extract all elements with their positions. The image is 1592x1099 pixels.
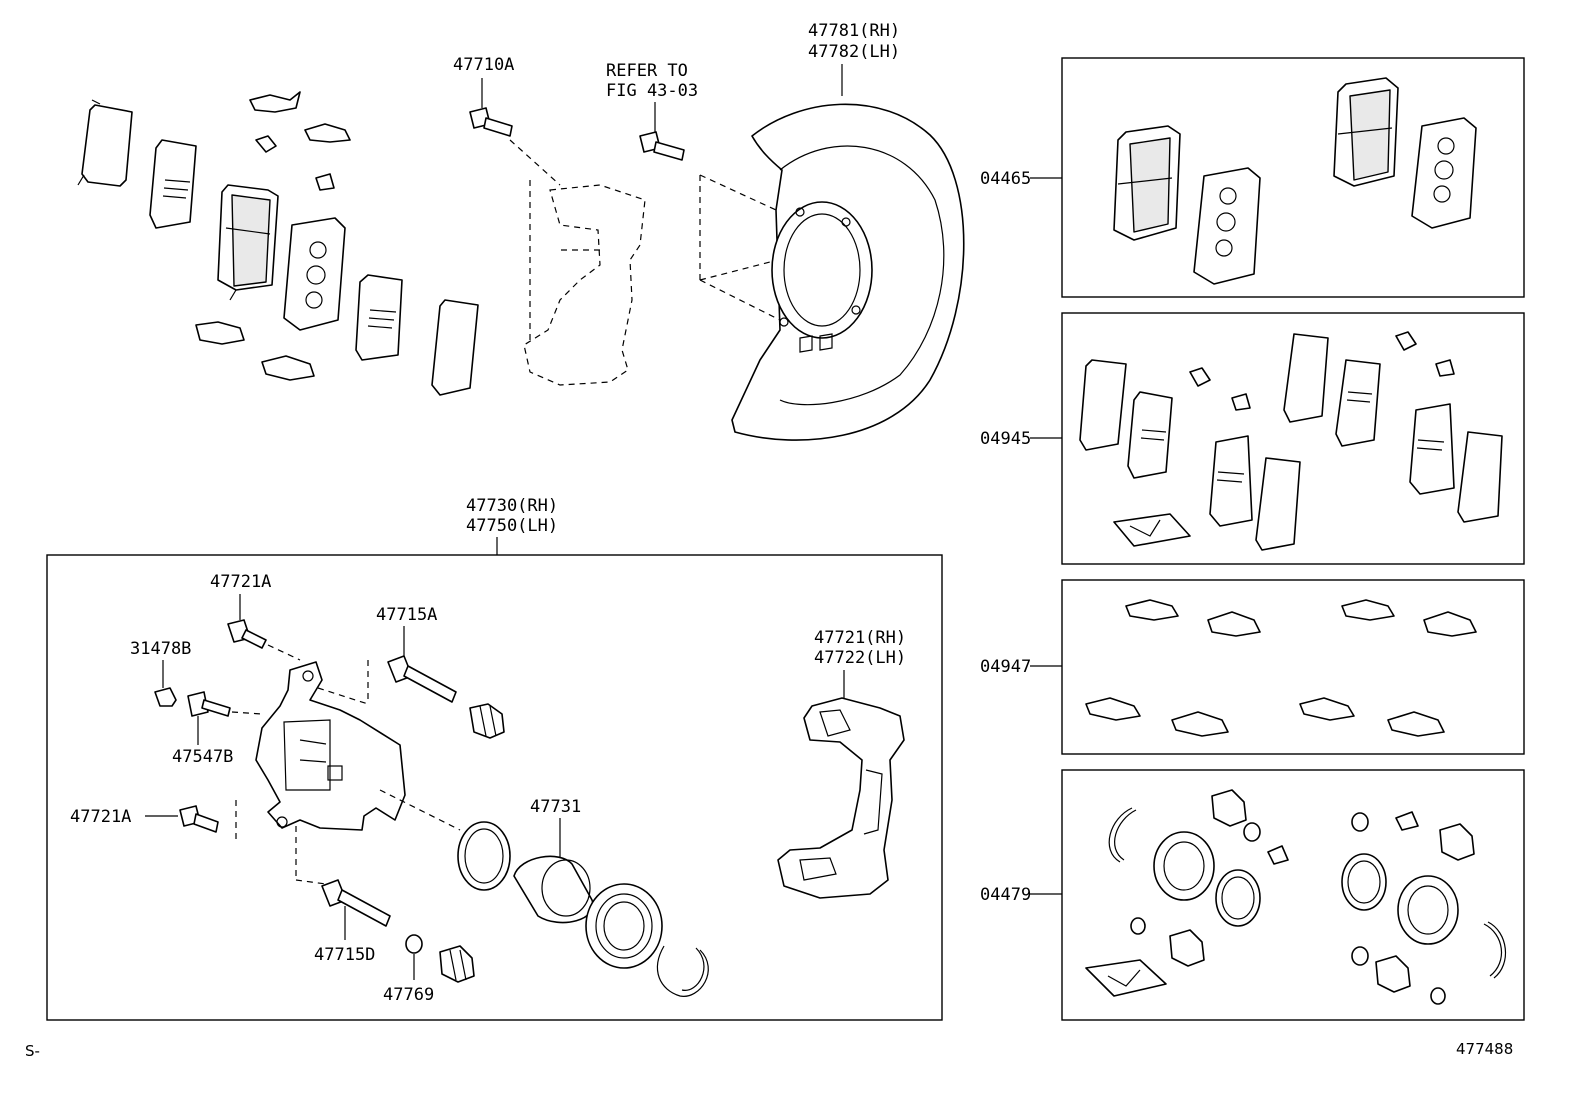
top-bolt-group: 47710A REFER TO FIG 43-03 [453,55,698,386]
label-47715d: 47715D [314,945,375,965]
kit-box-04947 [1061,579,1525,755]
label-31478b: 31478B [130,639,191,659]
kit-box-04465 [1061,57,1525,298]
caliper-box [46,554,943,1021]
kit-box-04945 [1061,312,1525,565]
label-47722-lh: 47722(LH) [814,648,906,668]
footer-figure-number: 477488 [1456,1040,1513,1058]
kit-04465-parts [1113,77,1477,285]
label-47730: 47730(RH) [466,496,558,516]
label-47721a-lower: 47721A [70,807,131,827]
label-47769: 47769 [383,985,434,1005]
pad-shim-group [77,91,479,396]
label-04465: 04465 [980,169,1031,189]
label-47750: 47750(LH) [466,516,558,536]
label-47782: 47782(LH) [808,42,900,62]
caliper-group: 47721A 31478B 47547B 47721A 4 [70,572,906,1005]
label-04945: 04945 [980,429,1031,449]
kit-04479-parts [1085,789,1507,1005]
label-04947: 04947 [980,657,1031,677]
label-47781: 47781(RH) [808,21,900,41]
label-refer-to: REFER TO [606,61,688,81]
label-47721a-upper: 47721A [210,572,271,592]
kit-04947-parts [1085,599,1477,737]
kit-box-04479 [1061,769,1525,1021]
label-47721-rh: 47721(RH) [814,628,906,648]
label-47547b: 47547B [172,747,233,767]
label-47710a: 47710A [453,55,514,75]
kit-04945-parts [1079,331,1503,551]
footer-code-left: S- [25,1042,40,1060]
dust-cover-group: 47781(RH) 47782(LH) [699,21,965,441]
label-fig-43-03: FIG 43-03 [606,81,698,101]
label-47731: 47731 [530,797,581,817]
label-47715a: 47715A [376,605,437,625]
label-04479: 04479 [980,885,1031,905]
